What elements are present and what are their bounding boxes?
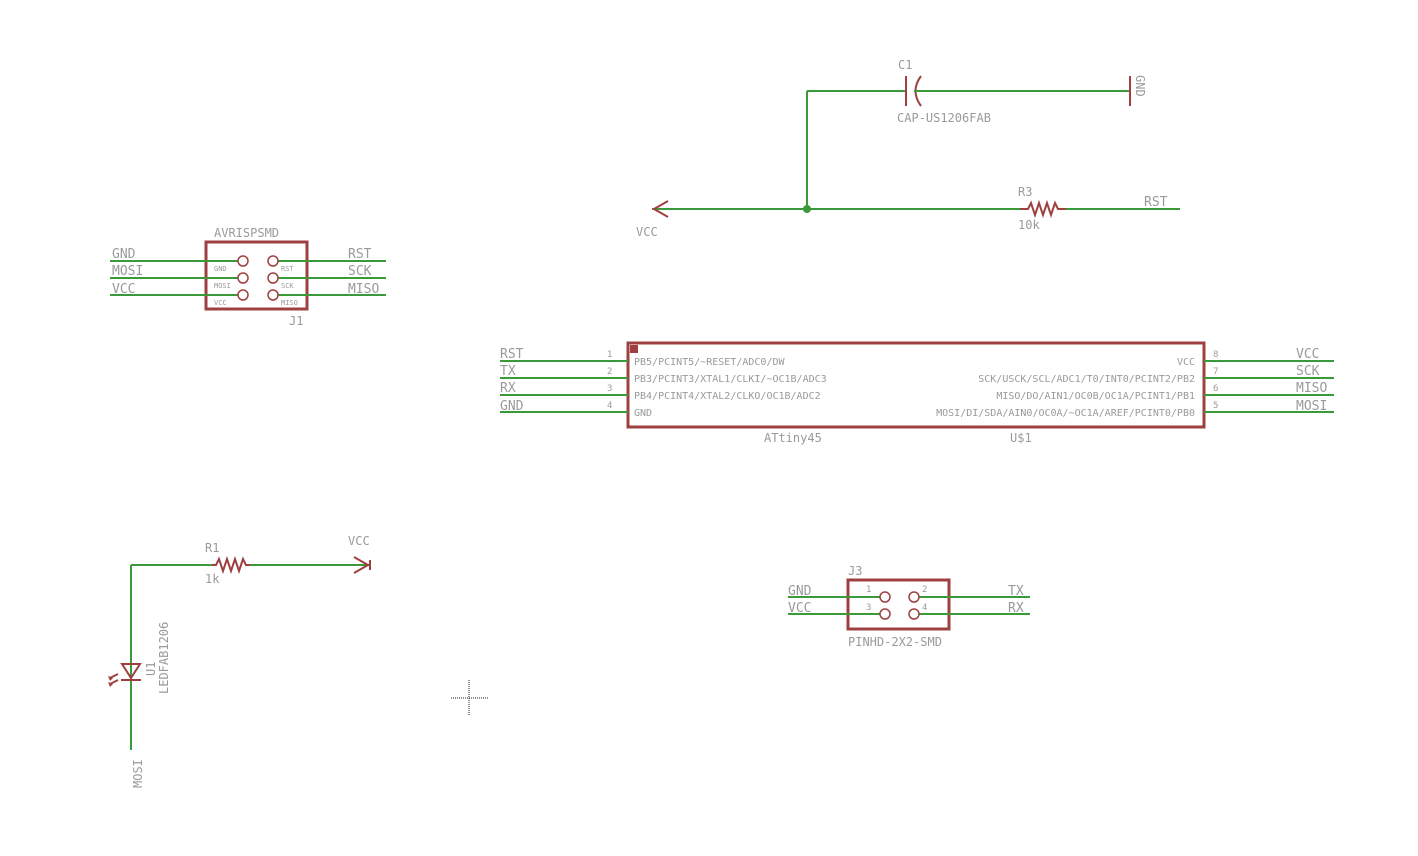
led-arrow-icon [108, 676, 113, 681]
r3-value: 10k [1018, 218, 1040, 232]
led-value: LEDFAB1206 [157, 622, 171, 694]
u1-value: ATtiny45 [764, 431, 822, 445]
u1-num-left-2: 2 [607, 367, 612, 377]
u1-num-right-7: 7 [1213, 367, 1218, 377]
u1-pin-right-7: SCK/USCK/SCL/ADC1/T0/INT0/PCINT2/PB2 [978, 374, 1195, 385]
led-net-mosi: MOSI [131, 759, 145, 788]
u1-pin-right-5: MOSI/DI/SDA/AIN0/OC0A/~OC1A/AREF/PCINT0/… [936, 408, 1195, 419]
u1-num-left-4: 4 [607, 401, 612, 411]
vcc-r1-label: VCC [348, 534, 370, 548]
r1-value: 1k [205, 572, 220, 586]
u1-num-right-8: 8 [1213, 350, 1218, 360]
pin1-marker [630, 345, 638, 353]
j3-pin-3: 3 [866, 603, 871, 613]
c1-value: CAP-US1206FAB [897, 111, 991, 125]
j1-pin-rst: RST [281, 265, 294, 273]
j3-pin-2: 2 [922, 585, 927, 595]
u1-name: U$1 [1010, 431, 1032, 445]
u1-net-right-7: SCK [1296, 364, 1320, 379]
u1-pin-right-6: MISO/DO/AIN1/OC0B/OC1A/PCINT1/PB1 [996, 391, 1195, 402]
j1-header[interactable]: AVRISPSMD J1 GND MOSI VCC RST SCK MISO G… [110, 226, 386, 328]
vcc-top-label: VCC [636, 225, 658, 239]
c1-capacitor[interactable]: C1 CAP-US1206FAB GND [807, 58, 1147, 125]
u1-net-left-3: RX [500, 381, 516, 396]
u1-pin-left-4: GND [634, 408, 652, 419]
u1-net-right-8: VCC [1296, 347, 1319, 362]
j1-pin-miso: MISO [281, 299, 298, 307]
j1-title: AVRISPSMD [214, 226, 279, 240]
crosshair-cursor-icon [451, 680, 488, 716]
c1-gnd-label: GND [1133, 75, 1147, 97]
led-arrow-icon [108, 682, 113, 687]
vcc-supply-top[interactable]: VCC [636, 200, 1020, 239]
u1-net-right-6: MISO [1296, 381, 1327, 396]
r3-name: R3 [1018, 185, 1032, 199]
j3-pin-1: 1 [866, 585, 871, 595]
j1-net-mosi: MOSI [112, 264, 143, 279]
j3-pin-4: 4 [922, 603, 927, 613]
u1-num-right-5: 5 [1213, 401, 1218, 411]
u1-num-right-6: 6 [1213, 384, 1218, 394]
j3-net-rx: RX [1008, 601, 1024, 616]
r3-resistor[interactable]: R3 10k RST [1018, 185, 1180, 232]
u1-net-left-1: RST [500, 347, 524, 362]
led-u1[interactable]: U1 LEDFAB1206 MOSI [108, 622, 171, 788]
u1-num-left-3: 3 [607, 384, 612, 394]
u1-attiny45[interactable]: RST TX RX GND 1 2 3 4 PB5/PCINT5/~RESET/… [500, 341, 1334, 445]
r3-net-rst: RST [1144, 195, 1168, 210]
led-name: U1 [144, 662, 158, 676]
j3-header[interactable]: 1 2 3 4 GND VCC TX RX J3 PINHD-2X2-SMD [788, 564, 1030, 649]
j3-name: J3 [848, 564, 862, 578]
j1-pin-sck: SCK [281, 282, 294, 290]
j1-net-rst: RST [348, 247, 372, 262]
u1-pin-left-1: PB5/PCINT5/~RESET/ADC0/DW [634, 357, 785, 368]
j1-net-vcc: VCC [112, 282, 135, 297]
j1-name: J1 [289, 314, 303, 328]
j3-net-tx: TX [1008, 584, 1024, 599]
vcc-supply-r1[interactable]: VCC [348, 534, 371, 574]
u1-pin-right-8: VCC [1177, 357, 1195, 368]
j1-pin-vcc: VCC [214, 299, 227, 307]
j3-value: PINHD-2X2-SMD [848, 635, 942, 649]
j1-pin-gnd: GND [214, 265, 227, 273]
j1-net-miso: MISO [348, 282, 379, 297]
c1-name: C1 [898, 58, 912, 72]
u1-net-left-2: TX [500, 364, 516, 379]
j1-pin-mosi: MOSI [214, 282, 231, 290]
r1-resistor[interactable]: R1 1k [131, 541, 370, 586]
j3-net-vcc: VCC [788, 601, 811, 616]
j3-net-gnd: GND [788, 584, 812, 599]
u1-net-left-4: GND [500, 399, 524, 414]
r1-name: R1 [205, 541, 219, 555]
u1-pin-left-3: PB4/PCINT4/XTAL2/CLKO/OC1B/ADC2 [634, 391, 821, 402]
j1-net-sck: SCK [348, 264, 372, 279]
u1-net-right-5: MOSI [1296, 399, 1327, 414]
u1-pin-left-2: PB3/PCINT3/XTAL1/CLKI/~OC1B/ADC3 [634, 374, 827, 385]
u1-num-left-1: 1 [607, 350, 612, 360]
j1-net-gnd: GND [112, 247, 136, 262]
